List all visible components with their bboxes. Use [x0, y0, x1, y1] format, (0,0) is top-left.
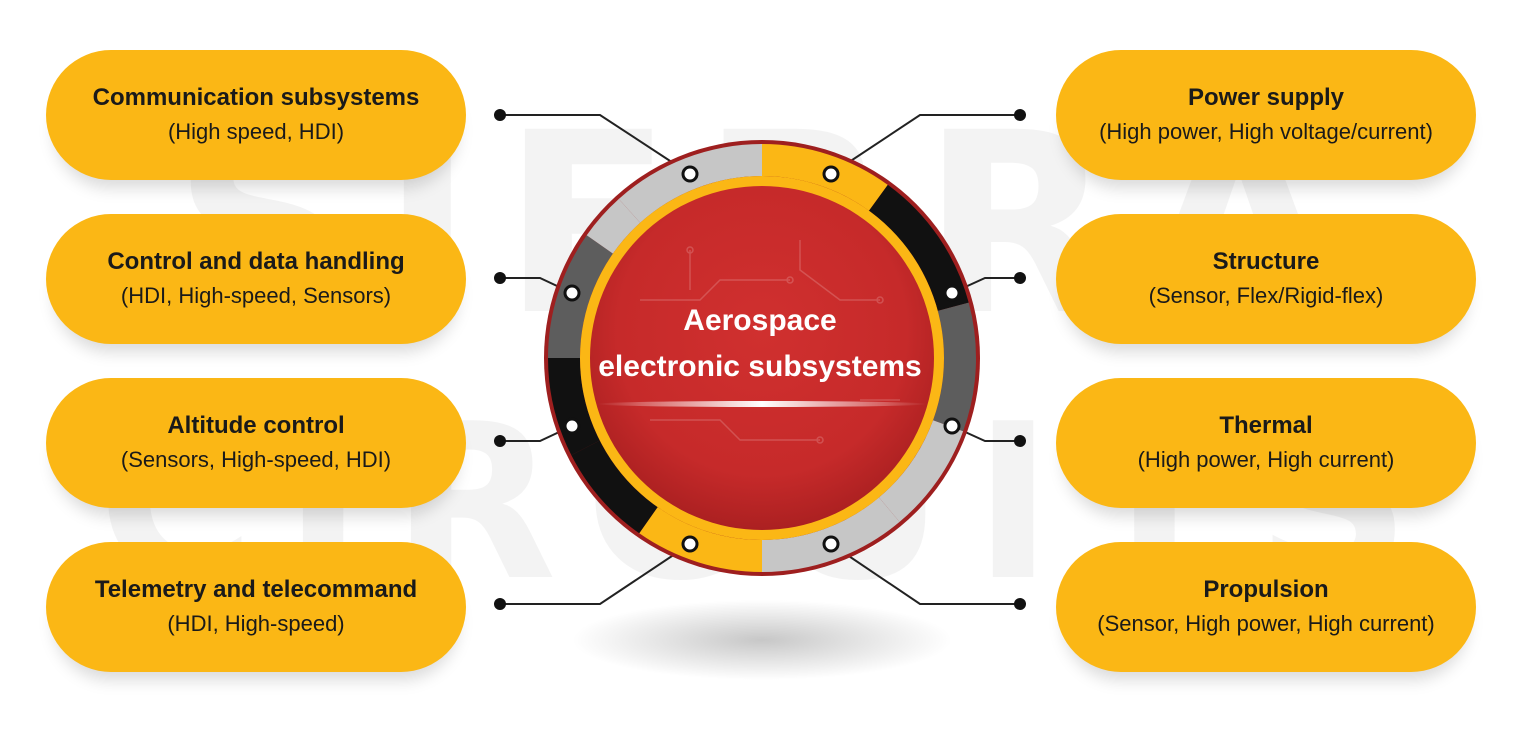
ring-segment-dark — [933, 302, 976, 432]
connector-end-dot — [1014, 435, 1026, 447]
subsystem-title: Power supply — [1187, 84, 1345, 111]
subsystem-tags: (High speed, HDI) — [167, 119, 345, 144]
connector-line — [830, 114, 1020, 175]
subsystem-control-data-handling: Control and data handling (HDI, High-spe… — [46, 214, 466, 344]
subsystem-tags: (High power, High voltage/current) — [1099, 119, 1433, 144]
circuit-traces — [640, 240, 900, 444]
subsystem-thermal: Thermal (High power, High current) — [1056, 378, 1476, 508]
connector-end-dot — [494, 272, 506, 284]
subsystem-propulsion: Propulsion (Sensor, High power, High cur… — [1056, 542, 1476, 672]
subsystem-tags: (Sensors, High-speed, HDI) — [120, 447, 392, 472]
connector-node-dot — [943, 417, 961, 435]
subsystem-title: Thermal — [1219, 412, 1313, 439]
subsystem-structure: Structure (Sensor, Flex/Rigid-flex) — [1056, 214, 1476, 344]
connector-node-dot — [563, 417, 581, 435]
connector-node-dot — [681, 535, 699, 553]
hub-title: Aerospace electronic subsystems — [560, 298, 960, 390]
subsystem-telemetry-telecommand: Telemetry and telecommand (HDI, High-spe… — [46, 542, 466, 672]
subsystem-communication: Communication subsystems (High speed, HD… — [46, 50, 466, 180]
connector-end-dot — [1014, 109, 1026, 121]
subsystem-title: Control and data handling — [107, 248, 405, 275]
ring-segment-gray — [762, 497, 900, 572]
subsystem-altitude-control: Altitude control (Sensors, High-speed, H… — [46, 378, 466, 508]
hub-shadow — [572, 600, 952, 680]
ring-segment-black — [868, 184, 969, 311]
subsystem-title: Structure — [1212, 248, 1320, 275]
ring-segment-yellow — [639, 507, 762, 572]
subsystem-title: Propulsion — [1203, 576, 1329, 603]
connector-line — [500, 114, 691, 175]
connector-node-dot — [681, 165, 699, 183]
connector-node-dot — [822, 165, 840, 183]
hub-title-line-1: Aerospace — [683, 304, 837, 337]
subsystem-tags: (Sensor, Flex/Rigid-flex) — [1148, 283, 1384, 308]
connector-line — [500, 543, 691, 605]
subsystem-title: Telemetry and telecommand — [94, 576, 418, 603]
connector-node-dot — [822, 535, 840, 553]
subsystem-power-supply: Power supply (High power, High voltage/c… — [1056, 50, 1476, 180]
connector-end-dot — [494, 435, 506, 447]
subsystem-title: Communication subsystems — [92, 84, 420, 111]
core-disc — [590, 186, 934, 530]
connector-line — [830, 543, 1020, 605]
subsystem-tags: (HDI, High-speed) — [167, 611, 345, 636]
connector-end-dot — [494, 598, 506, 610]
connector-end-dot — [494, 109, 506, 121]
ring-segment-black — [571, 440, 658, 534]
ring-segment-gray — [878, 420, 964, 522]
ring-segment-gray — [618, 144, 762, 223]
connector-node-dot — [563, 284, 581, 302]
title-underline — [597, 401, 927, 407]
subsystem-tags: (HDI, High-speed, Sensors) — [120, 283, 392, 308]
ring-segment-black — [548, 358, 600, 456]
ring-segment-dark — [548, 235, 613, 358]
connector-end-dot — [1014, 272, 1026, 284]
connector-node-dot — [943, 284, 961, 302]
hub-title-line-2: electronic subsystems — [598, 350, 922, 383]
ring-segment-gray — [586, 198, 641, 254]
connector-end-dot — [1014, 598, 1026, 610]
subsystem-title: Altitude control — [167, 412, 345, 439]
subsystem-tags: (High power, High current) — [1137, 447, 1395, 472]
connector-dots — [494, 109, 1026, 610]
subsystem-tags: (Sensor, High power, High current) — [1097, 611, 1435, 636]
